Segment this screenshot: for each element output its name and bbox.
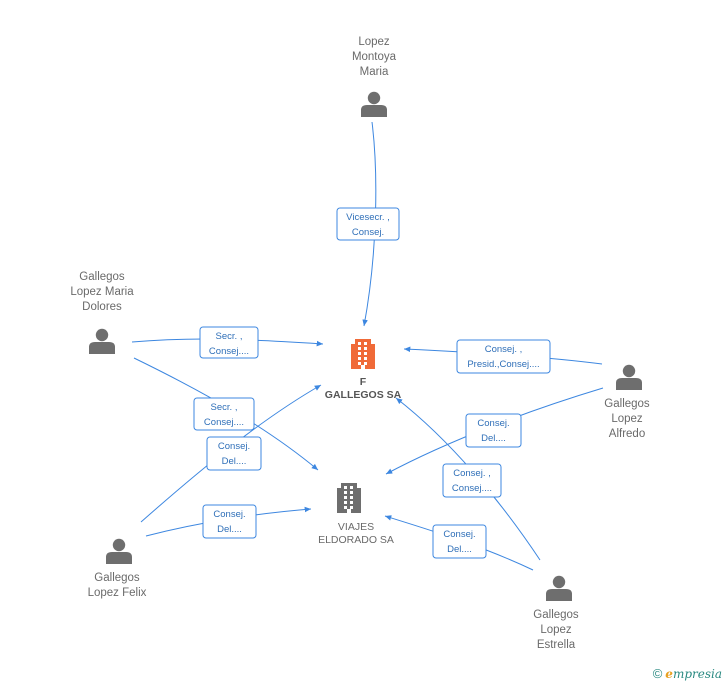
edge-label-text: Vicesecr. , xyxy=(346,212,390,223)
edge-label-text: Del.... xyxy=(222,456,247,467)
edge-label-box xyxy=(206,436,262,471)
edge-label-text: Consej.... xyxy=(204,417,244,428)
edge-label-box xyxy=(199,326,259,359)
person-icon xyxy=(361,91,387,117)
company-name-line: F xyxy=(360,376,367,388)
edge-label-dolores-fgallegos[interactable]: Secr. , Consej.... xyxy=(199,326,259,359)
edge-label-box xyxy=(442,463,502,498)
person-name-line: Lopez Felix xyxy=(88,587,147,599)
edge-label-estrella-viajes[interactable]: Consej. Del.... xyxy=(432,524,487,559)
person-name-line: Lopez xyxy=(540,624,572,636)
edge-label-text: Del.... xyxy=(447,544,472,555)
person-name-line: Gallegos xyxy=(79,271,125,283)
edge-label-text: Consej. xyxy=(213,509,245,520)
edge-label-felix-viajes[interactable]: Consej. Del.... xyxy=(202,504,257,539)
edge-label-text: Consej. , xyxy=(485,344,523,355)
person-icon xyxy=(616,364,642,390)
person-name-line: Maria xyxy=(360,66,389,78)
edge-label-text: Secr. , xyxy=(211,402,238,413)
person-name-line: Gallegos xyxy=(604,398,650,410)
person-icon xyxy=(106,538,132,564)
edge-label-alfredo-fgallegos[interactable]: Consej. , Presid.,Consej.... xyxy=(456,339,551,374)
footer-brand[interactable]: ©empresia xyxy=(653,666,722,681)
company-name-line: VIAJES xyxy=(338,521,374,533)
building-icon xyxy=(351,339,375,369)
building-icon xyxy=(337,483,361,513)
brand-initial: e xyxy=(665,667,673,681)
edge-label-text: Consej.... xyxy=(452,483,492,494)
edge-label-text: Consej. , xyxy=(453,468,491,479)
edge-label-estrella-fgallegos[interactable]: Consej. , Consej.... xyxy=(442,463,502,498)
edge-label-box xyxy=(336,207,400,241)
person-name-line: Dolores xyxy=(82,301,122,313)
edge-label-box xyxy=(193,397,255,431)
edge-labels-layer: Vicesecr. ,Consej.Secr. ,Consej....Secr.… xyxy=(193,207,551,559)
person-name-line: Lopez xyxy=(358,36,390,48)
brand-name: mpresia xyxy=(672,667,722,681)
edge-label-text: Secr. , xyxy=(216,331,243,342)
edge-label-felix-fgallegos[interactable]: Consej. Del.... xyxy=(206,436,262,471)
edge-label-alfredo-viajes[interactable]: Consej. Del.... xyxy=(465,413,522,448)
company-name-line: GALLEGOS SA xyxy=(325,389,402,401)
person-name-line: Gallegos xyxy=(94,572,140,584)
edge-label-text: Consej. xyxy=(218,441,250,452)
edge-label-box xyxy=(465,413,522,448)
person-name-line: Gallegos xyxy=(533,609,579,621)
edge-label-text: Consej. xyxy=(477,418,509,429)
person-name-line: Lopez xyxy=(611,413,643,425)
edge-label-box xyxy=(202,504,257,539)
edge-label-dolores-viajes[interactable]: Secr. , Consej.... xyxy=(193,397,255,431)
edge-label-text: Presid.,Consej.... xyxy=(467,359,539,370)
person-icon xyxy=(546,575,572,601)
person-name-line: Alfredo xyxy=(609,428,645,440)
brand-logo: empresia xyxy=(665,667,722,681)
company-name-line: ELDORADO SA xyxy=(318,534,394,546)
edge-label-text: Del.... xyxy=(481,433,506,444)
copyright-symbol: © xyxy=(652,666,663,681)
edge-label-text: Consej.... xyxy=(209,346,249,357)
edge-label-text: Del.... xyxy=(217,524,242,535)
edge-label-text: Consej. xyxy=(352,227,384,238)
person-icon xyxy=(89,328,115,354)
person-name-line: Lopez Maria xyxy=(70,286,134,298)
person-name-line: Montoya xyxy=(352,51,397,63)
edge-label-montoya-fgallegos[interactable]: Vicesecr. , Consej. xyxy=(336,207,400,241)
edge-label-box xyxy=(456,339,551,374)
edge-label-box xyxy=(432,524,487,559)
edge-label-text: Consej. xyxy=(443,529,475,540)
person-name-line: Estrella xyxy=(537,639,576,651)
